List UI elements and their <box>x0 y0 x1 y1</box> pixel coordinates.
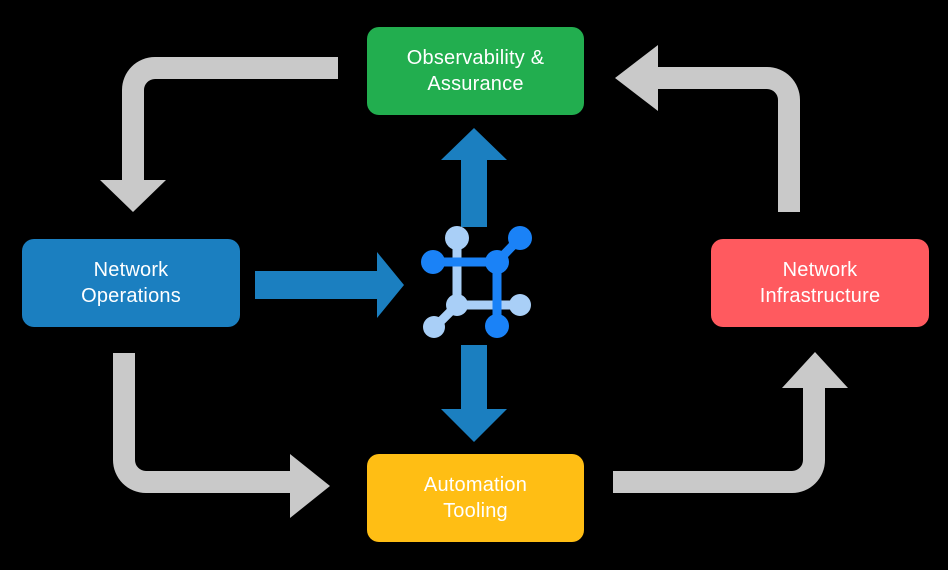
arrow-infrastructure-to-observability <box>615 45 800 212</box>
node-box-observability[interactable] <box>367 27 584 115</box>
node-box-operations[interactable] <box>22 239 240 327</box>
network-icon-dark-nodes <box>421 226 532 338</box>
arrow-center-to-automation <box>441 345 507 442</box>
node-box-automation[interactable] <box>367 454 584 542</box>
network-topology-icon <box>421 226 532 338</box>
arrow-observability-to-operations <box>100 57 338 212</box>
node-box-infrastructure[interactable] <box>711 239 929 327</box>
network-icon-light-nodes <box>423 226 531 338</box>
arrow-automation-to-infrastructure <box>613 352 848 493</box>
arrow-operations-to-center <box>255 252 404 318</box>
arrow-center-to-observability <box>441 128 507 227</box>
arrow-operations-to-automation <box>113 353 330 518</box>
